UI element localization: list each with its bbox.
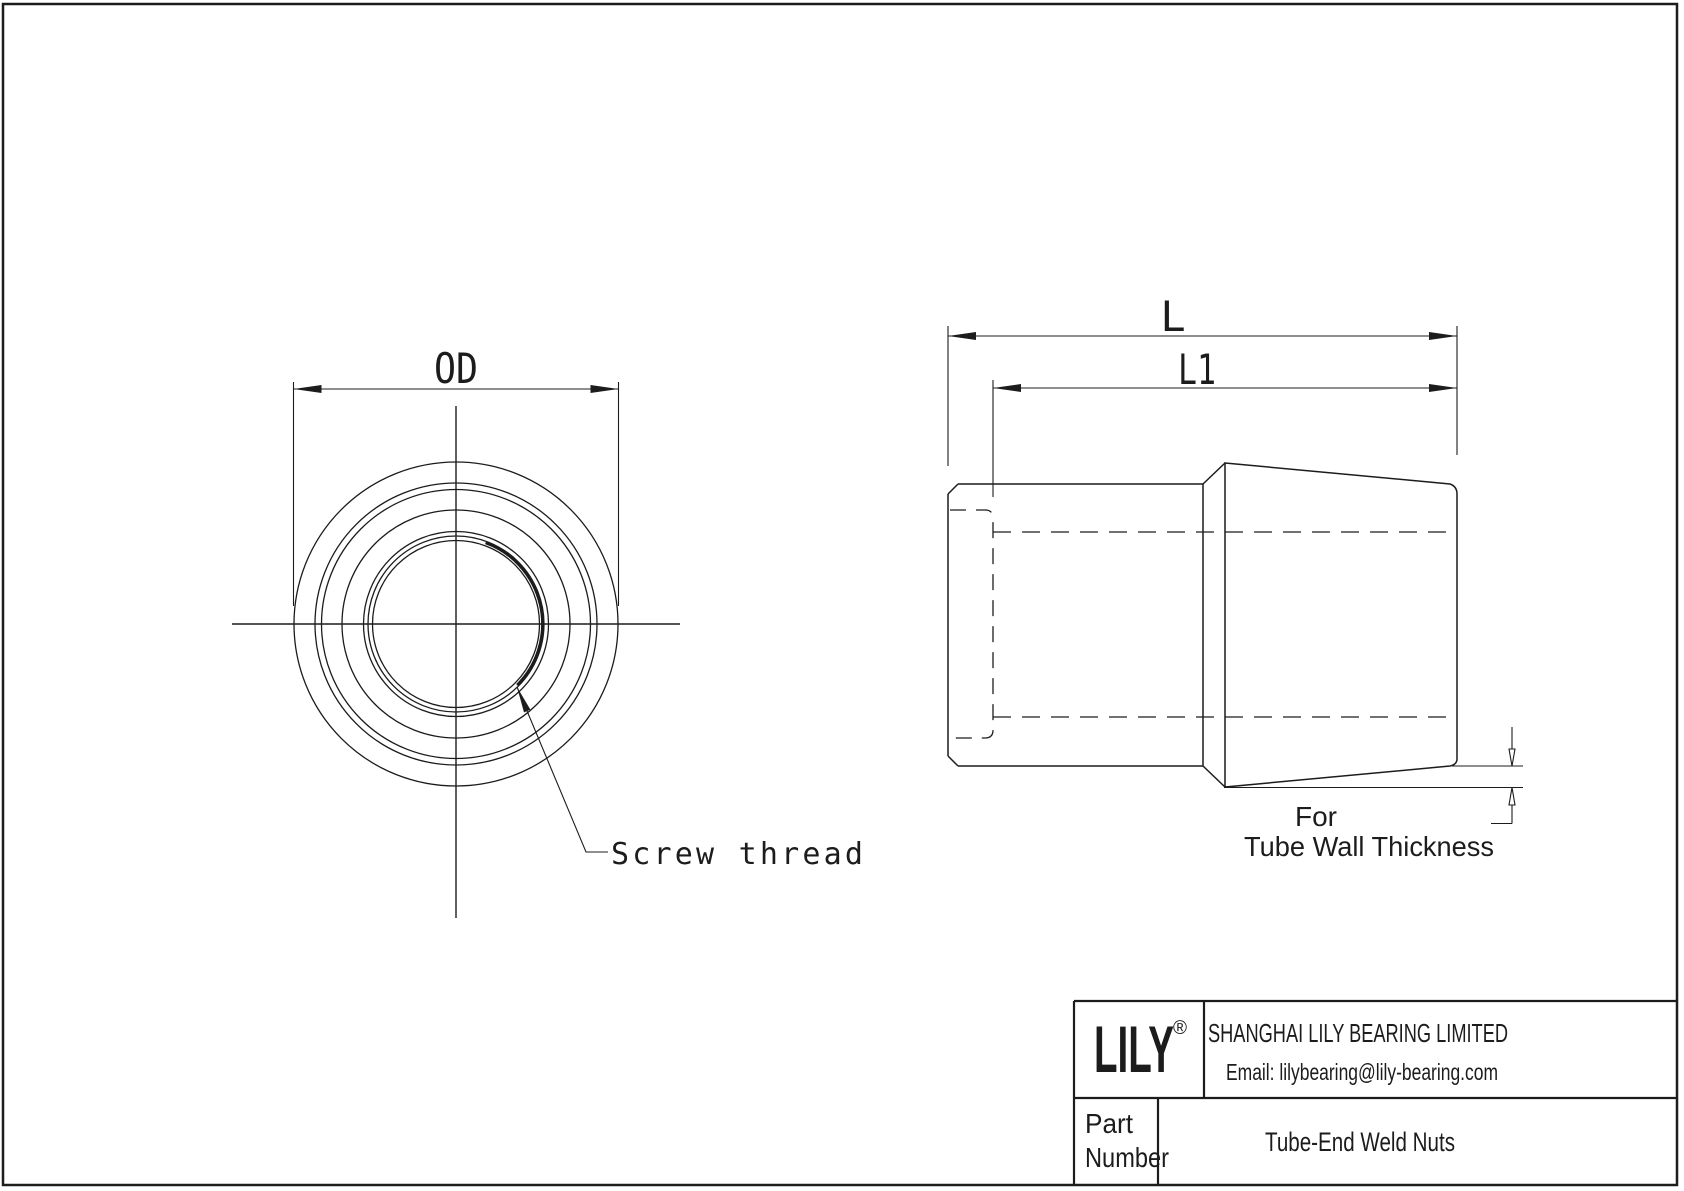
wall-arrow-top-head (1508, 748, 1516, 767)
counterbore-hidden-outline (950, 509, 994, 739)
part-number-cell: Part Number (1085, 1108, 1169, 1173)
l1-arrow-left (993, 384, 1021, 392)
company-name: SHANGHAI LILY BEARING LIMITED (1208, 1018, 1508, 1048)
title-block-grid (1072, 999, 1677, 1186)
outer-taper-circle (293, 461, 619, 787)
l-dimension (947, 326, 1458, 466)
taper-outline (1224, 462, 1458, 788)
taper-transition-top (1202, 462, 1226, 485)
thread-major-circle (362, 530, 550, 718)
company-logo: LILY (1094, 1012, 1174, 1086)
screw-thread-label: Screw thread (611, 837, 866, 872)
side-view: L L1 For Tube Wall Thickness (947, 292, 1523, 862)
l1-label: L1 (1178, 345, 1216, 394)
wall-thickness-label-line2: Tube Wall Thickness (1244, 831, 1494, 862)
od-arrow-right (590, 385, 619, 393)
taper-transition-bottom (1202, 765, 1226, 788)
wall-thickness-dimension (1224, 727, 1523, 825)
weld-end-outline (947, 462, 1226, 788)
registered-trademark-icon: ® (1173, 1018, 1187, 1039)
front-view: OD Screw thread (232, 344, 866, 918)
l-arrow-right (1429, 332, 1457, 340)
left-top-chamfer (947, 483, 959, 495)
left-bottom-chamfer (947, 755, 959, 767)
part-number-label-line1: Part (1085, 1108, 1133, 1139)
company-email: Email: lilybearing@lily-bearing.com (1226, 1059, 1498, 1085)
l-arrow-left (948, 332, 976, 340)
od-label: OD (434, 344, 478, 393)
part-number-label-line2: Number (1085, 1142, 1169, 1173)
wall-thickness-label-line1: For (1295, 801, 1337, 832)
thread-minor-circle (371, 539, 541, 709)
thread-arc (485, 541, 545, 687)
company-cell: SHANGHAI LILY BEARING LIMITED Email: lil… (1208, 1018, 1508, 1085)
screw-thread-leader-arrow (517, 687, 531, 713)
l-label: L (1160, 292, 1185, 341)
wall-arrow-bottom-head (1508, 787, 1516, 806)
body-od-circle (314, 482, 598, 766)
screw-thread-leader-line (516, 686, 608, 853)
l1-dimension (992, 380, 1457, 497)
logo-cell: LILY ® (1094, 1012, 1187, 1086)
l1-arrow-right (1429, 384, 1457, 392)
od-dimension (292, 382, 620, 606)
od-arrow-left (293, 385, 322, 393)
concentric-circles (293, 461, 619, 787)
chamfer-circle (320, 488, 592, 760)
counterbore-circle (341, 509, 571, 739)
title-block: LILY ® SHANGHAI LILY BEARING LIMITED Ema… (1072, 999, 1677, 1186)
product-title: Tube-End Weld Nuts (1265, 1127, 1455, 1157)
screw-thread-callout (516, 686, 608, 853)
hidden-lines (950, 509, 1457, 739)
